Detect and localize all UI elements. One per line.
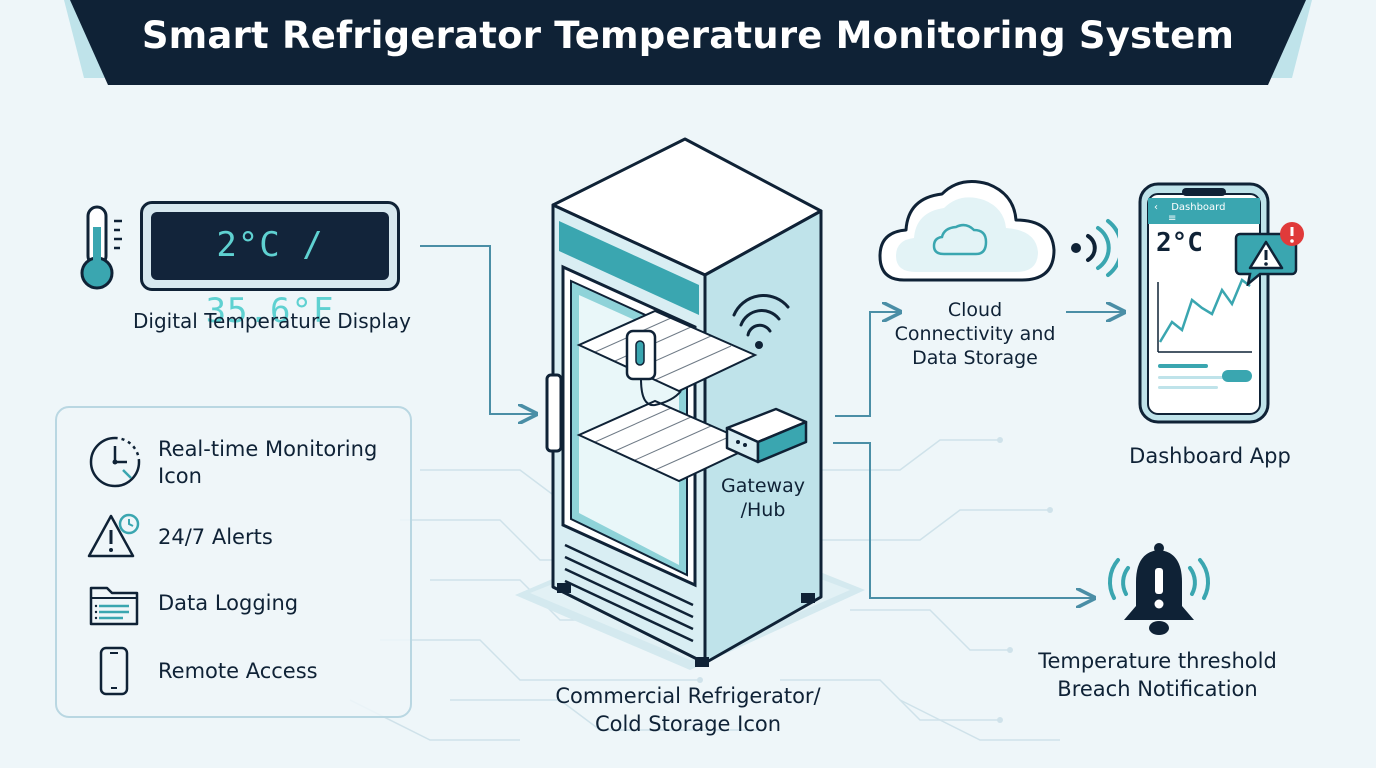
notification-label-line1: Temperature threshold (1038, 649, 1277, 673)
thermometer-icon (80, 205, 122, 290)
cloud-icon (878, 180, 1056, 282)
feature-item-realtime-monitoring: Real-time Monitoring Icon (87, 434, 407, 498)
feature-label: 24/7 Alerts (158, 525, 273, 549)
cloud-label-line3: Data Storage (912, 347, 1038, 369)
dashboard-label: Dashboard App (1129, 444, 1291, 468)
bell-alert-icon (1107, 543, 1211, 635)
folder-icon (89, 586, 139, 626)
wireless-signal-icon (1071, 219, 1118, 277)
menu-icon[interactable]: ≡ (1168, 213, 1177, 224)
cloud-label-line2: Connectivity and (894, 323, 1056, 345)
alert-triangle-icon (87, 513, 140, 558)
refrigerator-label: Commercial Refrigerator/ Cold Storage Ic… (510, 682, 866, 738)
features-panel: Real-time Monitoring Icon 24/7 Alerts Da… (55, 406, 412, 718)
clock-icon (89, 436, 141, 488)
digital-temperature-display: 2°C / 35.6°F (140, 201, 400, 331)
gateway-hub-device (725, 407, 808, 464)
feature-item-alerts: 24/7 Alerts (87, 512, 407, 562)
display-label: Digital Temperature Display (133, 309, 411, 333)
title-banner (64, 0, 1312, 85)
alert-badge-icon (1234, 222, 1304, 286)
gateway-label-line2: /Hub (740, 499, 786, 521)
feature-label: Real-time Monitoring Icon (158, 437, 378, 488)
notification-label-line2: Breach Notification (1057, 677, 1258, 701)
cloud-label: Cloud Connectivity and Data Storage (880, 298, 1070, 370)
commercial-refrigerator (515, 137, 865, 670)
refrigerator-label-line1: Commercial Refrigerator/ (555, 684, 821, 708)
temperature-reading: 2°C / 35.6°F (151, 212, 389, 331)
refrigerator-label-line2: Cold Storage Icon (594, 712, 782, 736)
screen-temperature: 2°C (1156, 228, 1203, 258)
page-title: Smart Refrigerator Temperature Monitorin… (141, 14, 1235, 57)
back-chevron-icon[interactable]: ‹ (1154, 202, 1158, 213)
cloud-label-line1: Cloud (947, 299, 1003, 321)
smartphone-dashboard (1138, 182, 1270, 424)
feature-item-data-logging: Data Logging (87, 582, 407, 628)
smartphone-icon (99, 646, 129, 696)
gateway-label-line1: Gateway (721, 475, 805, 497)
notification-label: Temperature threshold Breach Notificatio… (1020, 647, 1295, 703)
feature-label: Data Logging (158, 591, 299, 615)
feature-item-remote-access: Remote Access (87, 646, 407, 696)
feature-label: Remote Access (158, 659, 318, 683)
screen-title-row: ‹ Dashboard ≡ (1154, 202, 1244, 224)
screen-title: Dashboard (1171, 202, 1226, 213)
gateway-label: Gateway /Hub (704, 474, 822, 522)
